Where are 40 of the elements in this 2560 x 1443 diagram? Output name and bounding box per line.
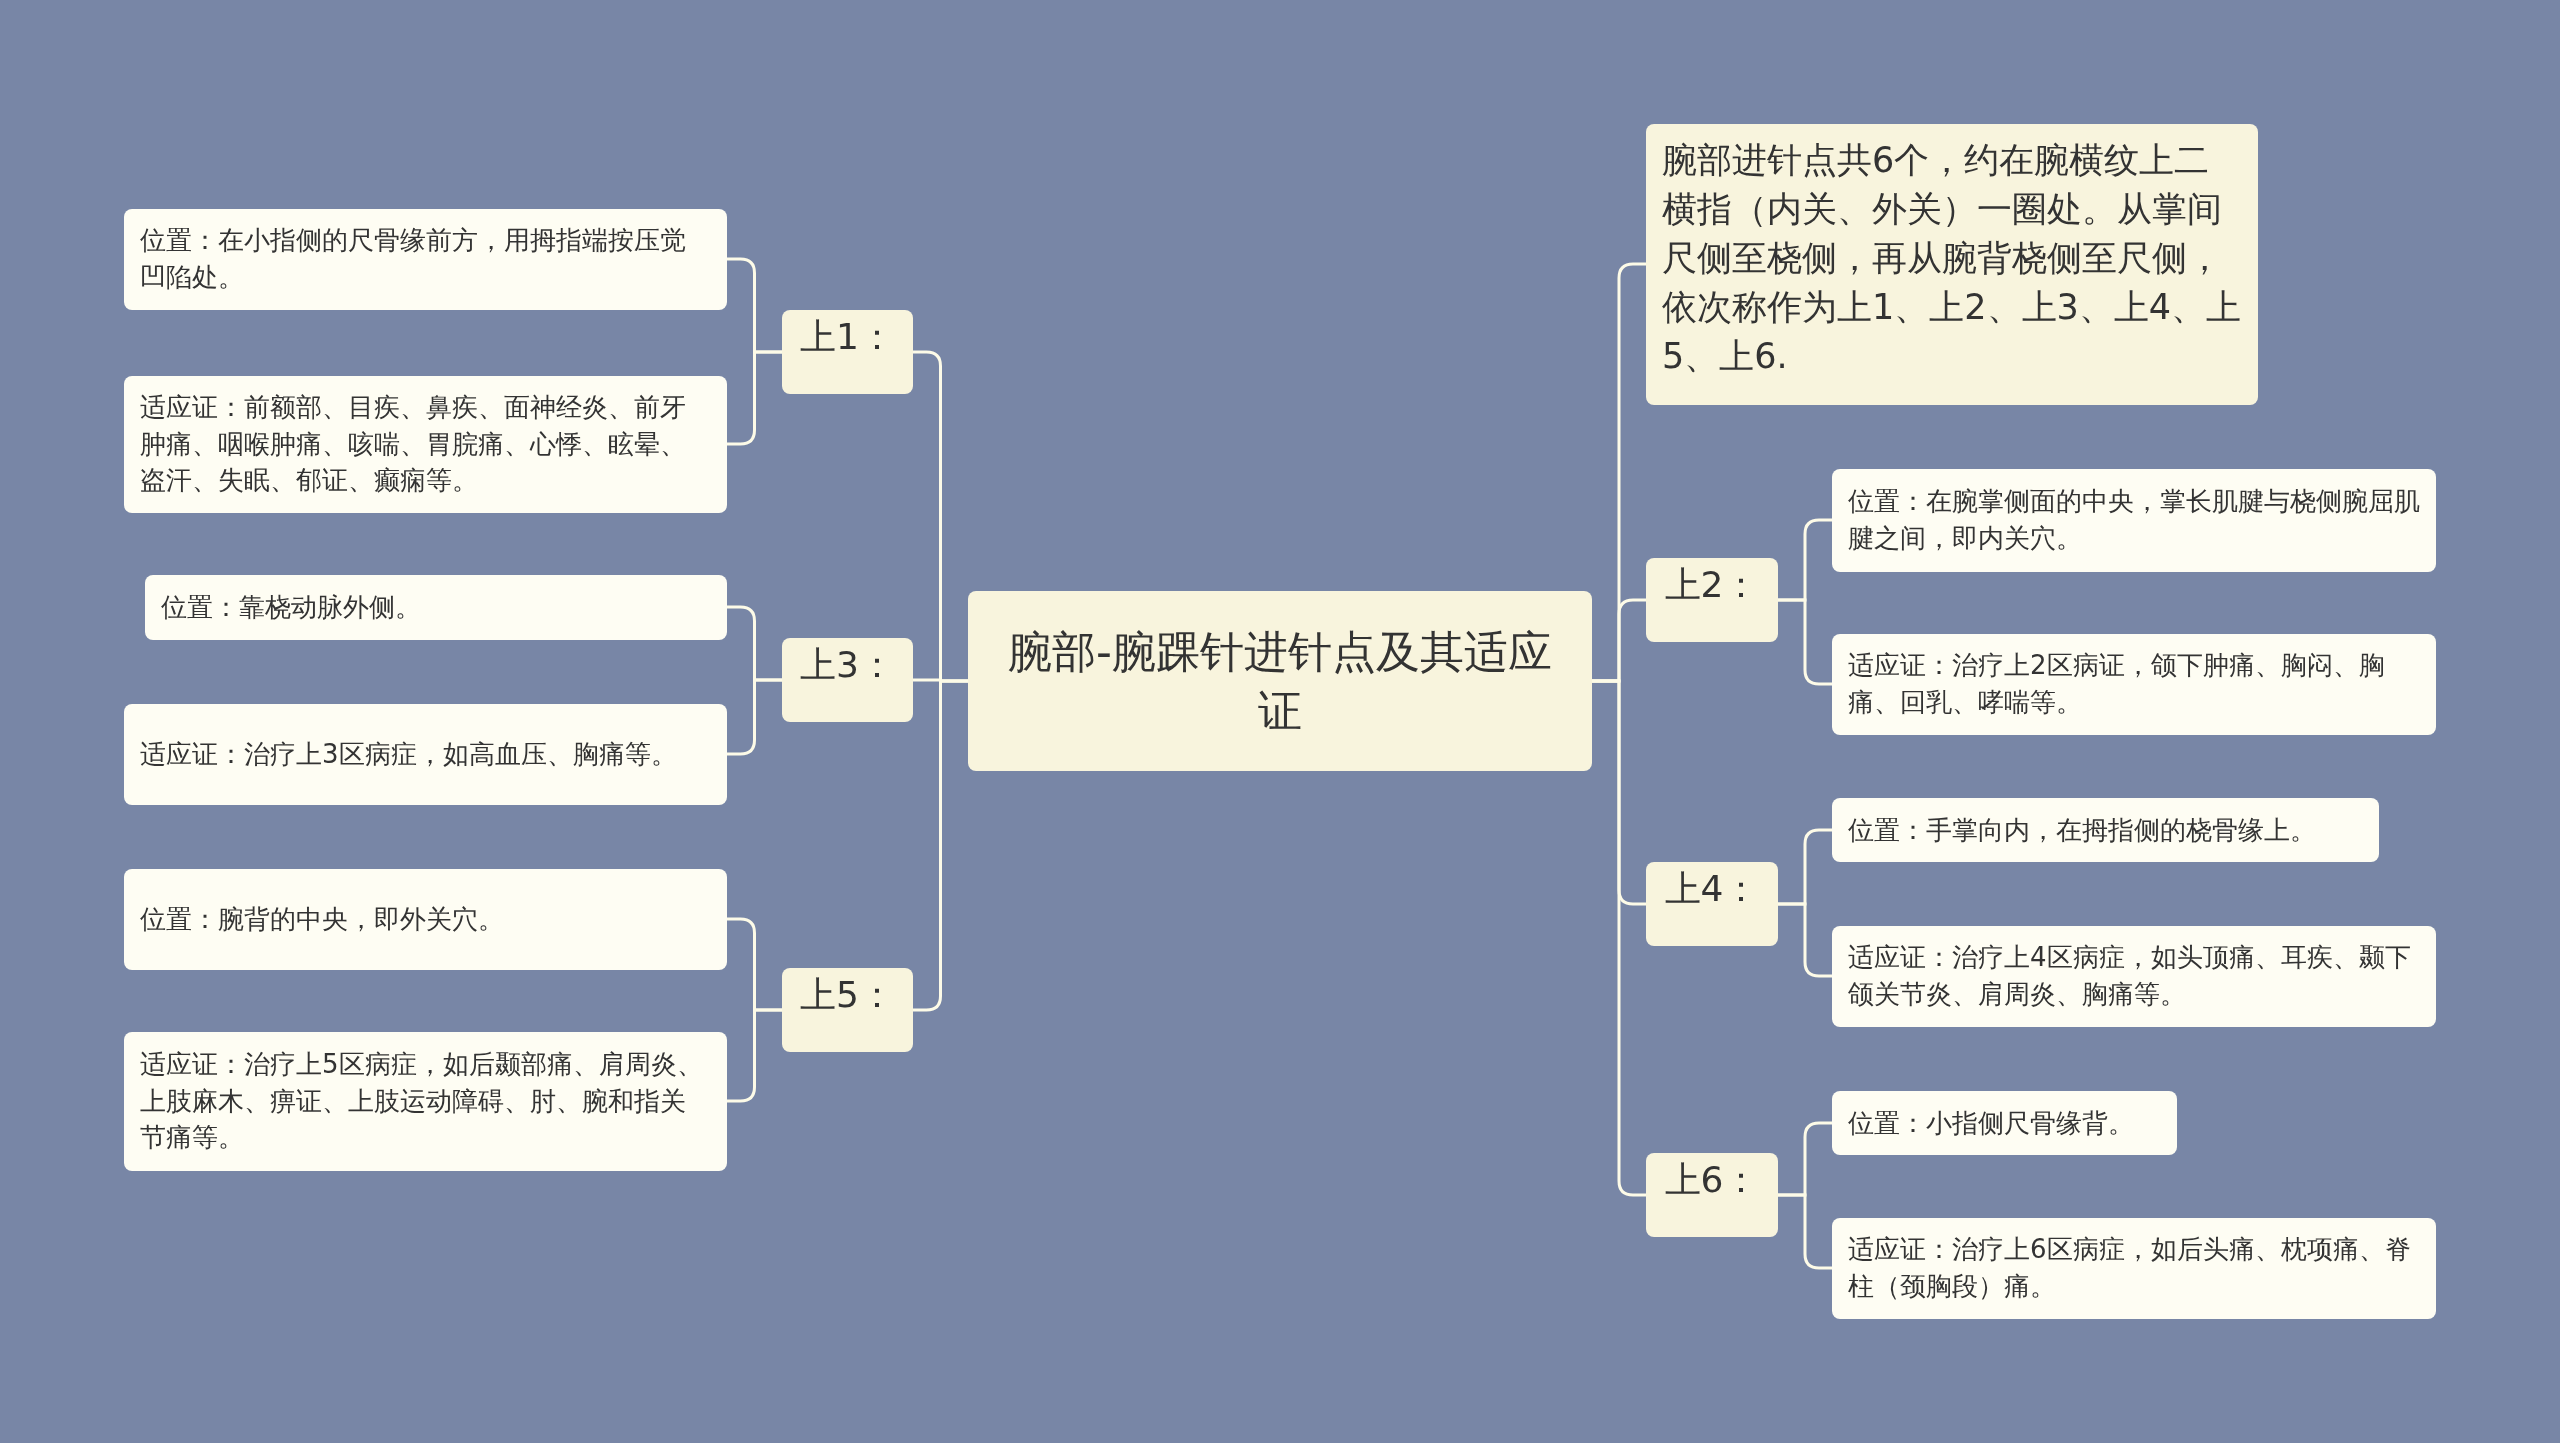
- branch-box: [1646, 558, 1778, 642]
- detail-box: [1832, 468, 2436, 572]
- detail-box: [1832, 1091, 2177, 1155]
- detail-box: [1832, 925, 2436, 1027]
- node-text: 适应证：治疗上3区病症，如高血压、胸痛等。: [140, 737, 678, 771]
- node-text: 上6：: [1664, 1158, 1760, 1202]
- node-text: 上3：: [800, 643, 895, 687]
- node-text: 位置：靠桡动脉外侧。: [161, 590, 422, 624]
- detail-box: [1832, 1217, 2436, 1319]
- node-text: 位置：手掌向内，在拇指侧的桡骨缘上。: [1848, 813, 2317, 847]
- detail-box: [1832, 633, 2436, 735]
- detail-box: [124, 375, 727, 513]
- node-text: 适应证：治疗上2区病证，颌下肿痛、胸闷、胸痛、回乳、哮喘等。: [1848, 649, 2386, 719]
- detail-box: [124, 208, 727, 310]
- node-text: 适应证：治疗上4区病症，如头顶痛、耳疾、颞下颌关节炎、肩周炎、胸痛等。: [1848, 941, 2412, 1011]
- detail-box: [124, 703, 727, 805]
- node-text: 位置：小指侧尺骨缘背。: [1848, 1106, 2135, 1140]
- branch-box: [782, 968, 913, 1052]
- detail-box: [1832, 798, 2379, 862]
- note-box: [1646, 123, 2258, 405]
- node-text: 适应证：治疗上5区病症，如后颞部痛、肩周炎、上肢麻木、痹证、上肢运动障碍、肘、腕和指关节痛等。: [140, 1047, 704, 1155]
- detail-box: [124, 868, 727, 970]
- node-text: 上5：: [800, 973, 895, 1017]
- node-text: 腕部进针点共6个，约在腕横纹上二横指（内关、外关）一圈处。从掌间尺侧至桡侧，再从腕背桡侧至尺侧，依次称作为上1、上2、上3、上4、上5、上6.: [1662, 138, 2242, 378]
- node-text: 上2：: [1664, 563, 1760, 607]
- topic-box: [968, 591, 1592, 771]
- detail-box: [145, 574, 727, 640]
- node-text: 位置：在小指侧的尺骨缘前方，用拇指端按压觉凹陷处。: [140, 224, 687, 294]
- node-text: 上4：: [1664, 867, 1760, 911]
- node-text: 腕部-腕踝针进针点及其适应证: [1007, 624, 1553, 738]
- node-text: 适应证：前额部、目疾、鼻疾、面神经炎、前牙肿痛、咽喉肿痛、咳喘、胃脘痛、心悸、眩晕、盗汗、失眠、郁证、癫痫等。: [140, 390, 687, 498]
- node-text: 适应证：治疗上6区病症，如后头痛、枕项痛、脊柱（颈胸段）痛。: [1848, 1233, 2412, 1303]
- detail-box: [124, 1031, 727, 1171]
- branch-box: [782, 638, 913, 722]
- node-text: 位置：在腕掌侧面的中央，掌长肌腱与桡侧腕屈肌腱之间，即内关穴。: [1848, 485, 2420, 555]
- node-text: 上1：: [800, 315, 895, 359]
- branch-box: [782, 310, 913, 394]
- branch-box: [1646, 862, 1778, 946]
- node-text: 位置：腕背的中央，即外关穴。: [140, 902, 505, 936]
- branch-box: [1646, 1153, 1778, 1237]
